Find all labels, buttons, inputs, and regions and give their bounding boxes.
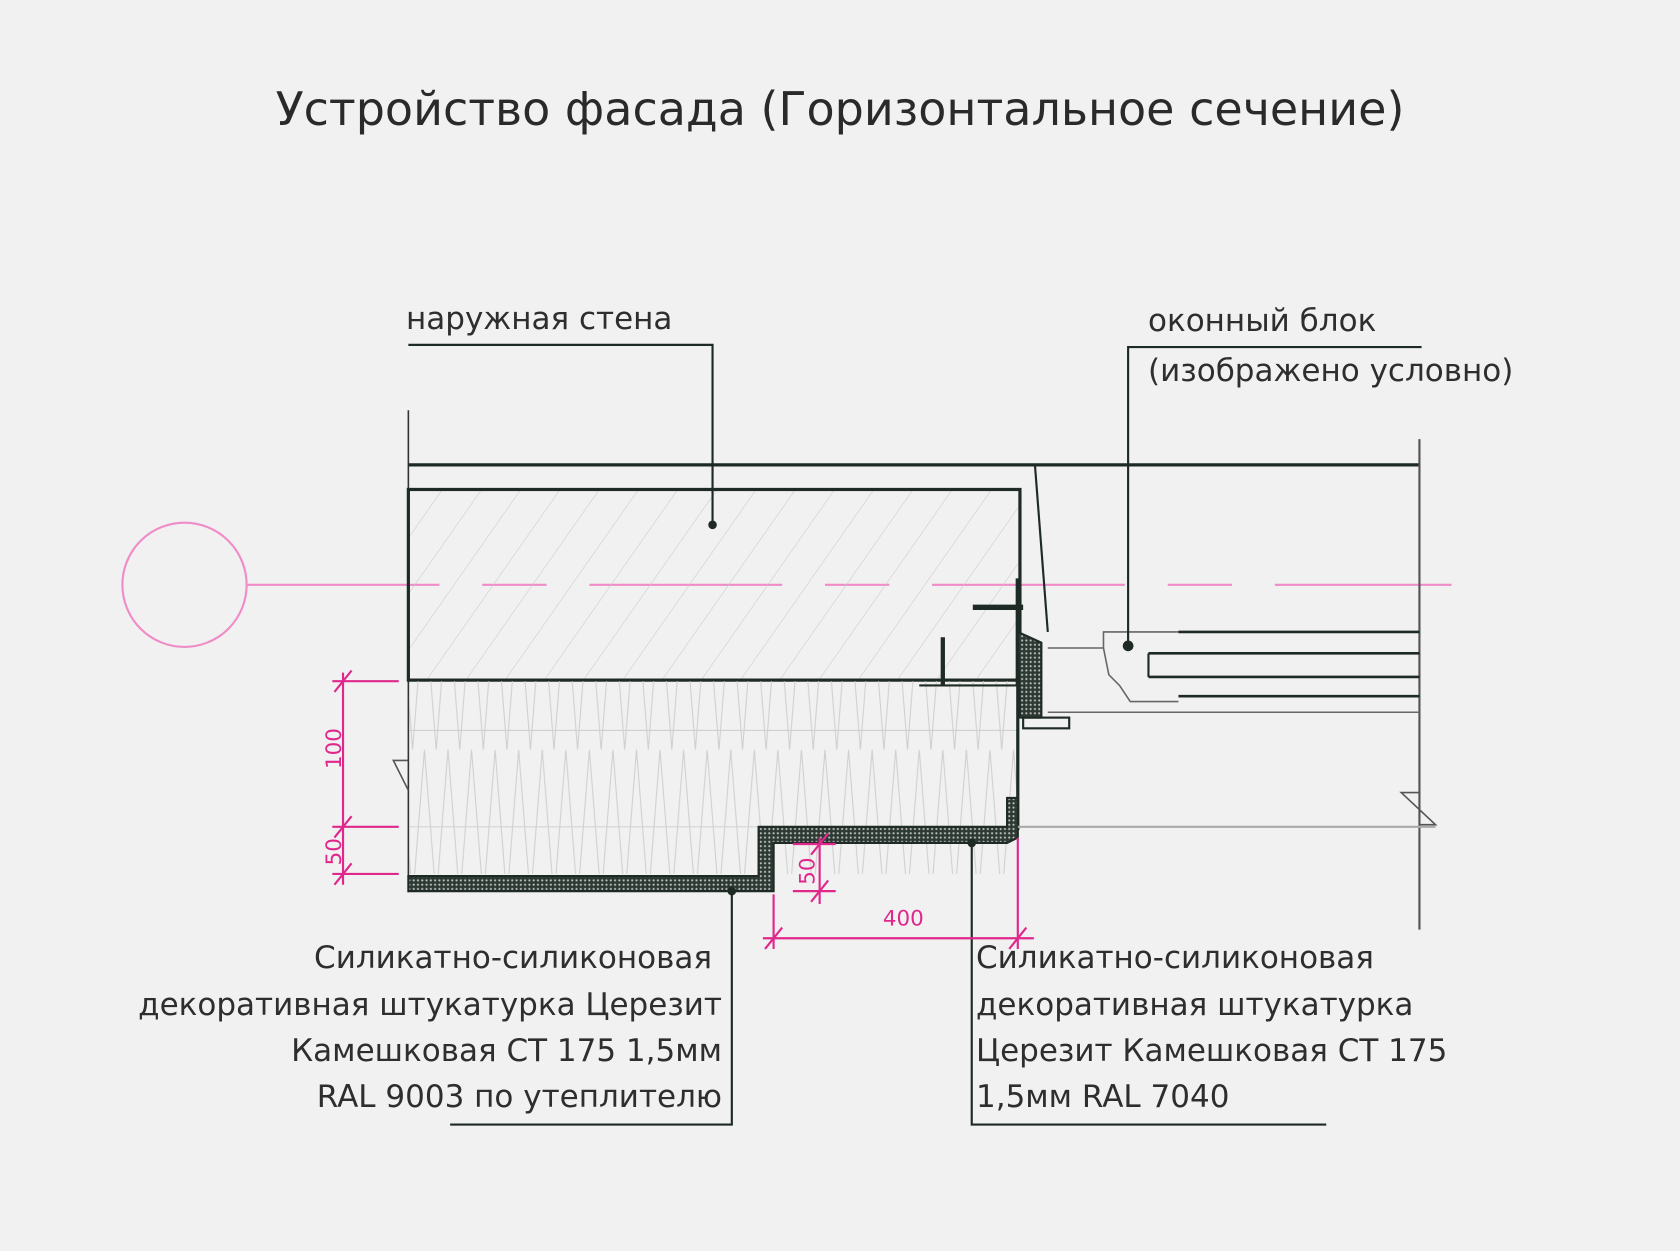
outer-wall-block <box>406 487 1022 682</box>
label-window-block: оконный блок <box>1148 303 1377 339</box>
dim-100: 100 <box>322 728 347 769</box>
right-note-line-1: Силикатно-силиконовая <box>976 940 1374 976</box>
label-outer-wall: наружная стена <box>406 301 673 337</box>
axis-marker-circle <box>121 521 248 648</box>
right-note-line-3: Церезит Камешковая СТ 175 <box>976 1033 1448 1069</box>
dim-50-step: 50 <box>795 857 820 884</box>
dim-50-left: 50 <box>322 838 347 865</box>
leader-outer-wall <box>408 343 714 525</box>
right-note-line-2: декоративная штукатурка <box>976 987 1414 1023</box>
plaster-layer <box>407 796 1019 893</box>
page-title: Устройство фасада (Горизонтальное сечени… <box>275 82 1405 136</box>
leader-window <box>1127 345 1422 646</box>
insulation <box>409 681 1018 874</box>
dimension-lines <box>332 669 1034 950</box>
left-note-line-4: RAL 9003 по утеплителю <box>316 1079 722 1115</box>
leader-left-note <box>450 891 733 1126</box>
label-window-block-note: (изображено условно) <box>1148 353 1514 389</box>
right-note-line-4: 1,5мм RAL 7040 <box>976 1079 1230 1115</box>
leader-right-note <box>970 842 1327 1126</box>
left-note-line-2: декоративная штукатурка Церезит <box>138 987 722 1023</box>
left-note-line-3: Камешковая СТ 175 1,5мм <box>291 1033 722 1069</box>
dim-400: 400 <box>883 906 924 931</box>
left-note-line-1: Силикатно-силиконовая <box>314 940 712 976</box>
